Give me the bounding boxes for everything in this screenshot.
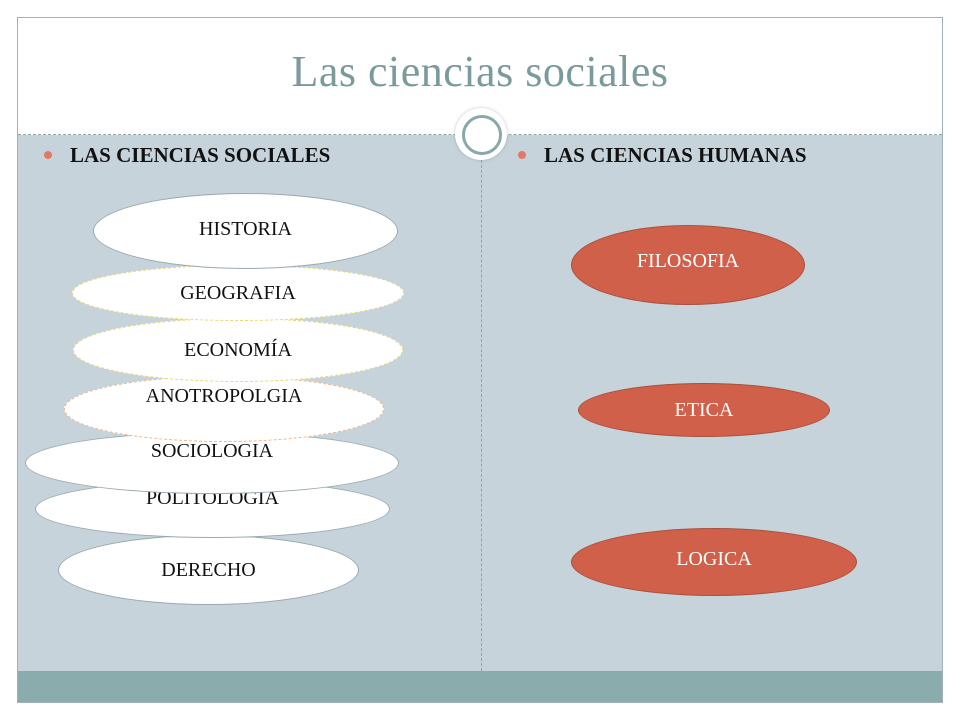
ellipse-filosofia: FILOSOFIA <box>571 225 805 305</box>
ellipse-economia: ECONOMÍA <box>73 318 403 382</box>
ellipse-derecho: DERECHO <box>58 535 359 605</box>
circle-ornament-icon <box>455 108 507 160</box>
heading-label: LAS CIENCIAS HUMANAS <box>544 142 807 167</box>
ellipse-anotropolgia: ANOTROPOLGIA <box>64 376 384 442</box>
footer-bar <box>18 671 942 702</box>
ellipse-geografia: GEOGRAFIA <box>72 265 404 321</box>
ellipse-politologia: POLITOLOGIA <box>35 480 390 538</box>
column-divider <box>481 135 482 671</box>
ellipse-etica: ETICA <box>578 383 830 437</box>
bullet-icon <box>518 151 526 159</box>
heading-human-sciences: LAS CIENCIAS HUMANAS <box>518 140 807 170</box>
slide-title: Las ciencias sociales <box>291 47 669 96</box>
ellipse-logica: LOGICA <box>571 528 857 596</box>
bullet-icon <box>44 151 52 159</box>
ellipse-historia: HISTORIA <box>93 193 398 269</box>
heading-label: LAS CIENCIAS SOCIALES <box>70 142 331 167</box>
heading-social-sciences: LAS CIENCIAS SOCIALES <box>44 140 330 170</box>
